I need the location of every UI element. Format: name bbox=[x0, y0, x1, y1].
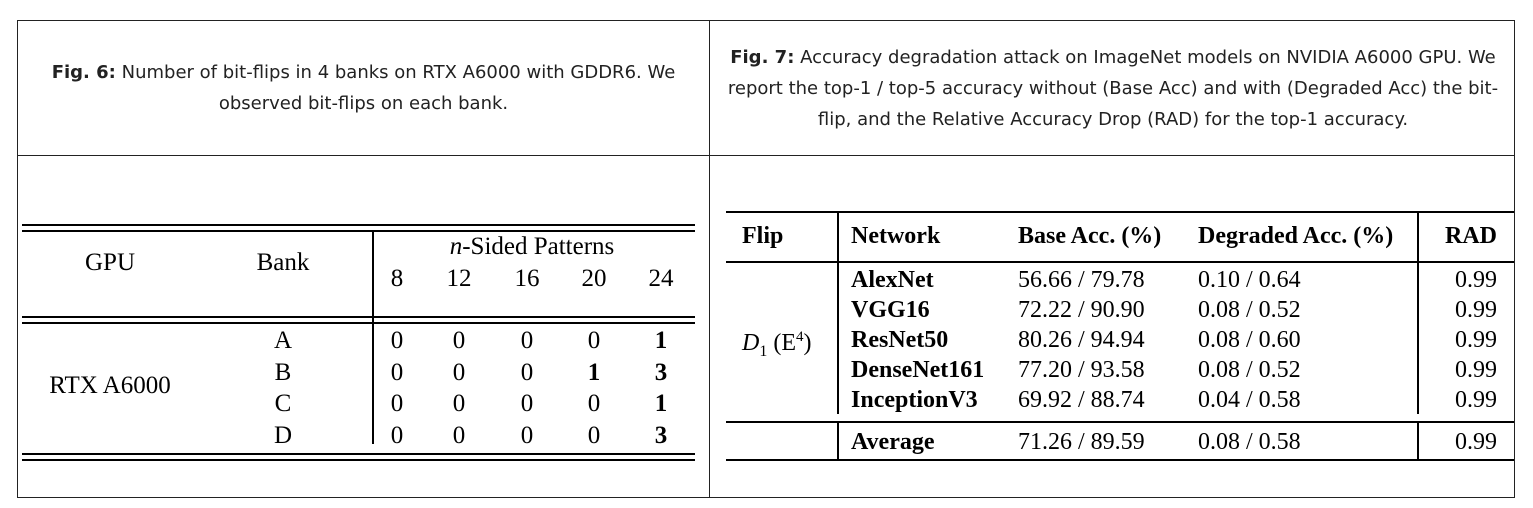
rad-value: 0.99 bbox=[1455, 267, 1497, 293]
bitflip-count: 0 bbox=[520, 421, 534, 449]
flip-paren-close: ) bbox=[803, 330, 812, 356]
degraded-acc-value: 0.08 / 0.60 bbox=[1198, 327, 1301, 353]
degraded-acc-value: 0.10 / 0.64 bbox=[1198, 267, 1301, 293]
top-rule bbox=[22, 224, 695, 226]
network-name: InceptionV3 bbox=[851, 387, 978, 413]
bank-label: C bbox=[274, 390, 292, 417]
average-network: Average bbox=[851, 429, 935, 455]
rad-separator-body bbox=[1417, 261, 1419, 414]
flip-separator-average bbox=[837, 421, 839, 459]
bitflip-count: 1 bbox=[587, 358, 601, 386]
rad-value: 0.99 bbox=[1455, 327, 1497, 353]
flip-separator-body bbox=[837, 261, 839, 414]
bank-header: Bank bbox=[256, 249, 310, 276]
flip-header: Flip bbox=[742, 223, 784, 249]
bitflip-count: 0 bbox=[587, 390, 601, 417]
bottom-rule bbox=[22, 453, 695, 455]
bitflip-count: 0 bbox=[452, 421, 466, 449]
patterns-header: n-Sided Patterns bbox=[450, 233, 615, 261]
bitflip-count: 0 bbox=[390, 327, 404, 354]
n-value-header: 12 bbox=[446, 265, 472, 292]
network-name: DenseNet161 bbox=[851, 357, 985, 383]
base-acc-value: 69.92 / 88.74 bbox=[1018, 387, 1145, 413]
bitflip-count: 0 bbox=[520, 327, 534, 354]
average-rule bbox=[726, 421, 1514, 423]
n-value-header: 16 bbox=[514, 265, 540, 292]
bottom-rule bbox=[726, 459, 1514, 461]
flip-separator-header bbox=[837, 211, 839, 261]
bitflip-count: 3 bbox=[654, 421, 668, 449]
n-value-header: 24 bbox=[648, 265, 674, 292]
header-rule-second bbox=[22, 322, 695, 324]
bitflip-count: 1 bbox=[654, 390, 668, 417]
network-name: AlexNet bbox=[851, 267, 934, 293]
bitflip-count: 0 bbox=[452, 390, 466, 417]
gpu-name: RTX A6000 bbox=[49, 372, 171, 399]
flip-main: D bbox=[742, 330, 760, 356]
average-base-acc: 71.26 / 89.59 bbox=[1018, 429, 1145, 455]
bitflip-count: 0 bbox=[520, 390, 534, 417]
top-rule bbox=[726, 211, 1514, 213]
degraded-acc-value: 0.08 / 0.52 bbox=[1198, 357, 1301, 383]
bitflip-count: 0 bbox=[390, 358, 404, 386]
rad-value: 0.99 bbox=[1455, 387, 1497, 413]
bitflip-count: 0 bbox=[390, 390, 404, 417]
fig6-caption-text: Number of bit-flips in 4 banks on RTX A6… bbox=[115, 62, 676, 114]
header-rule bbox=[22, 316, 695, 318]
rad-separator-average bbox=[1417, 421, 1419, 459]
bank-label: D bbox=[273, 421, 293, 449]
bitflip-count: 0 bbox=[520, 358, 534, 386]
pattern-column-separator bbox=[372, 230, 374, 444]
flip-sub: 1 bbox=[759, 342, 768, 360]
flip-type: D1 (E4) bbox=[742, 329, 812, 361]
base-acc-value: 56.66 / 79.78 bbox=[1018, 267, 1145, 293]
base-acc-value: 72.22 / 90.90 bbox=[1018, 297, 1145, 323]
flip-paren-open: (E bbox=[767, 330, 796, 356]
fig6-caption-label: Fig. 6: bbox=[51, 62, 116, 83]
flip-sup: 4 bbox=[796, 329, 804, 345]
fig6-caption: Fig. 6: Number of bit-flips in 4 banks o… bbox=[18, 21, 709, 155]
bitflip-count: 0 bbox=[452, 327, 466, 354]
degraded-acc-value: 0.04 / 0.58 bbox=[1198, 387, 1301, 413]
network-header: Network bbox=[851, 223, 941, 249]
rad-value: 0.99 bbox=[1455, 357, 1497, 383]
network-name: VGG16 bbox=[851, 297, 930, 323]
fig6-table: GPU Bank n-Sided Patterns 8 12 16 20 24 … bbox=[22, 224, 695, 461]
n-value-header: 8 bbox=[390, 265, 404, 292]
rad-header: RAD bbox=[1445, 223, 1497, 249]
header-rule bbox=[726, 261, 1514, 263]
patterns-header-rest: -Sided Patterns bbox=[462, 233, 615, 260]
base-acc-value: 80.26 / 94.94 bbox=[1018, 327, 1145, 353]
degraded-acc-header: Degraded Acc. (%) bbox=[1198, 223, 1394, 249]
fig7-caption-text: Accuracy degradation attack on ImageNet … bbox=[727, 46, 1499, 130]
rad-separator-header bbox=[1417, 211, 1419, 261]
network-name: ResNet50 bbox=[851, 327, 949, 353]
degraded-acc-value: 0.08 / 0.52 bbox=[1198, 297, 1301, 323]
bank-label: B bbox=[274, 358, 292, 386]
n-value-header: 20 bbox=[581, 265, 607, 292]
bottom-rule-second bbox=[22, 459, 695, 461]
bank-label: A bbox=[273, 327, 293, 354]
figure-grid: Fig. 6: Number of bit-flips in 4 banks o… bbox=[17, 20, 1515, 498]
bitflip-count: 1 bbox=[654, 327, 668, 354]
bitflip-count: 0 bbox=[587, 327, 601, 354]
bitflip-count: 0 bbox=[587, 421, 601, 449]
column-divider bbox=[709, 21, 710, 497]
fig7-caption: Fig. 7: Accuracy degradation attack on I… bbox=[710, 21, 1516, 155]
base-acc-header: Base Acc. (%) bbox=[1018, 223, 1162, 249]
fig7-caption-label: Fig. 7: bbox=[730, 46, 795, 68]
bitflip-count: 0 bbox=[452, 358, 466, 386]
fig7-table: Flip Network Base Acc. (%) Degraded Acc.… bbox=[726, 211, 1516, 461]
gpu-header: GPU bbox=[84, 249, 136, 276]
row-divider bbox=[18, 155, 1514, 156]
rad-value: 0.99 bbox=[1455, 297, 1497, 323]
bitflip-count: 0 bbox=[390, 421, 404, 449]
average-rad: 0.99 bbox=[1455, 429, 1497, 455]
top-rule-second bbox=[22, 230, 695, 232]
base-acc-value: 77.20 / 93.58 bbox=[1018, 357, 1145, 383]
patterns-header-italic: n bbox=[449, 233, 463, 260]
bitflip-count: 3 bbox=[654, 358, 668, 386]
average-degraded-acc: 0.08 / 0.58 bbox=[1198, 429, 1301, 455]
